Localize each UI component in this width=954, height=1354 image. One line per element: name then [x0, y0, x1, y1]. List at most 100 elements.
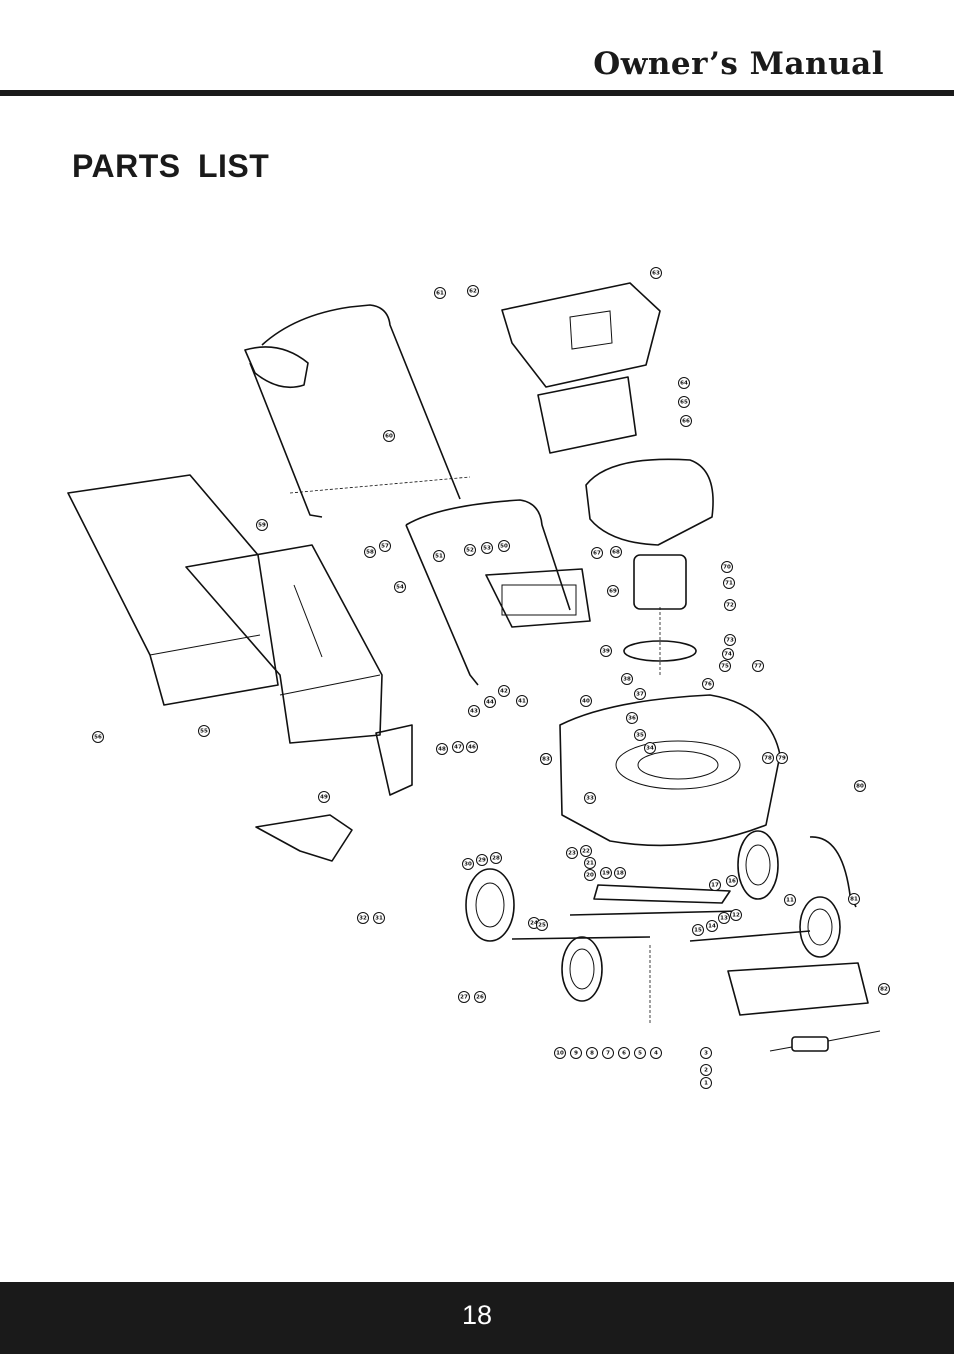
svg-text:26: 26: [476, 994, 484, 1000]
callout-52: 52: [464, 544, 476, 556]
callout-65: 65: [678, 396, 690, 408]
svg-text:27: 27: [460, 994, 468, 1000]
svg-text:50: 50: [500, 543, 508, 549]
callout-34: 34: [644, 742, 656, 754]
callout-32: 32: [357, 912, 369, 924]
page-number: 18: [461, 1300, 493, 1330]
callout-33: 33: [584, 792, 596, 804]
footer-bar: [0, 1282, 954, 1354]
svg-text:60: 60: [385, 433, 393, 439]
bag-frame-drawing: [185, 544, 383, 744]
callout-76: 76: [702, 678, 714, 690]
callout-13: 13: [718, 912, 730, 924]
svg-text:37: 37: [636, 691, 644, 697]
svg-text:33: 33: [586, 795, 594, 801]
callout-39: 39: [600, 645, 612, 657]
header-rule: [0, 90, 954, 96]
svg-text:52: 52: [466, 547, 474, 553]
svg-text:40: 40: [582, 698, 590, 704]
callout-48: 48: [436, 743, 448, 755]
callout-56: 56: [92, 731, 104, 743]
svg-text:78: 78: [764, 755, 772, 761]
svg-text:83: 83: [542, 756, 550, 762]
callout-55: 55: [198, 725, 210, 737]
svg-text:77: 77: [754, 663, 762, 669]
svg-text:35: 35: [636, 732, 644, 738]
svg-text:17: 17: [711, 882, 719, 888]
callout-25: 25: [536, 919, 548, 931]
svg-text:64: 64: [680, 380, 688, 386]
svg-text:42: 42: [500, 688, 508, 694]
callout-9: 9: [570, 1047, 582, 1059]
svg-text:79: 79: [778, 755, 786, 761]
svg-text:31: 31: [375, 915, 383, 921]
callout-29: 29: [476, 854, 488, 866]
callout-36: 36: [626, 712, 638, 724]
svg-text:12: 12: [732, 912, 740, 918]
svg-text:5: 5: [638, 1050, 642, 1056]
callout-58: 58: [364, 546, 376, 558]
svg-text:43: 43: [470, 708, 478, 714]
callout-10: 10: [554, 1047, 566, 1059]
callout-71: 71: [723, 577, 735, 589]
section-title: PARTS LIST: [72, 148, 270, 184]
upper-handle-drawing: [244, 304, 461, 518]
svg-text:67: 67: [593, 550, 601, 556]
svg-text:21: 21: [586, 860, 594, 866]
svg-text:69: 69: [609, 588, 617, 594]
svg-text:1: 1: [704, 1080, 708, 1086]
svg-text:73: 73: [726, 637, 734, 643]
callout-22: 22: [580, 845, 592, 857]
svg-text:13: 13: [720, 915, 728, 921]
svg-text:38: 38: [623, 676, 631, 682]
callout-80: 80: [854, 780, 866, 792]
svg-text:9: 9: [574, 1050, 578, 1056]
callout-4: 4: [650, 1047, 662, 1059]
svg-text:29: 29: [478, 857, 486, 863]
callout-30: 30: [462, 858, 474, 870]
callout-6: 6: [618, 1047, 630, 1059]
svg-text:61: 61: [436, 290, 444, 296]
callout-66: 66: [680, 415, 692, 427]
svg-text:82: 82: [880, 986, 888, 992]
axle-blade-drawing: [511, 836, 857, 942]
battery-charger-drawing: [727, 962, 881, 1052]
svg-text:59: 59: [258, 522, 266, 528]
callout-61: 61: [434, 287, 446, 299]
callout-68: 68: [610, 546, 622, 558]
svg-text:30: 30: [464, 861, 472, 867]
svg-text:46: 46: [468, 744, 476, 750]
svg-text:63: 63: [652, 270, 660, 276]
svg-text:44: 44: [486, 699, 494, 705]
callout-75: 75: [719, 660, 731, 672]
callout-3: 3: [700, 1047, 712, 1059]
callout-53: 53: [481, 542, 493, 554]
callout-46: 46: [466, 741, 478, 753]
svg-text:39: 39: [602, 648, 610, 654]
callout-51: 51: [433, 550, 445, 562]
callout-79: 79: [776, 752, 788, 764]
svg-text:56: 56: [94, 734, 102, 740]
battery-cover-drawing: [501, 282, 661, 454]
callout-19: 19: [600, 867, 612, 879]
manual-title: Owner’s Manual: [593, 46, 884, 82]
callout-82: 82: [878, 983, 890, 995]
callout-77: 77: [752, 660, 764, 672]
svg-text:76: 76: [704, 681, 712, 687]
callout-43: 43: [468, 705, 480, 717]
callout-7: 7: [602, 1047, 614, 1059]
svg-text:57: 57: [381, 543, 389, 549]
svg-text:36: 36: [628, 715, 636, 721]
callout-28: 28: [490, 852, 502, 864]
svg-text:7: 7: [606, 1050, 610, 1056]
callout-35: 35: [634, 729, 646, 741]
svg-text:49: 49: [320, 794, 328, 800]
svg-text:58: 58: [366, 549, 374, 555]
callout-20: 20: [584, 869, 596, 881]
svg-text:70: 70: [723, 564, 731, 570]
callout-11: 11: [784, 894, 796, 906]
svg-text:20: 20: [586, 872, 594, 878]
svg-text:75: 75: [721, 663, 729, 669]
